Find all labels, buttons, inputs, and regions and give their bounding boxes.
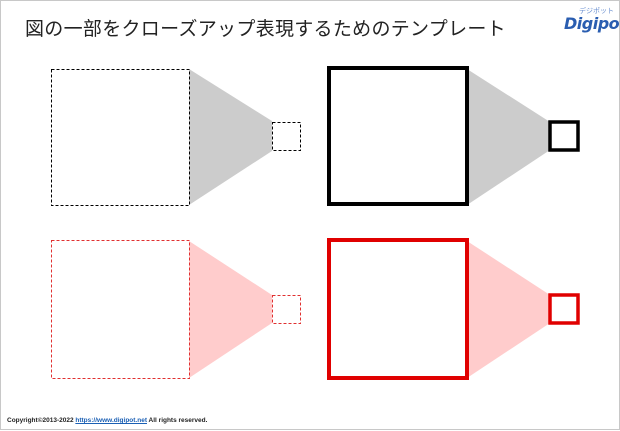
copyright-footer: Copyright©2013-2022 https://www.digipot.… — [7, 417, 207, 424]
zoom-cone — [189, 241, 272, 378]
closeup-box — [548, 120, 580, 152]
page-title: 図の一部をクローズアップ表現するためのテンプレート — [25, 18, 506, 40]
zoom-cone — [467, 69, 550, 205]
zoom-cone — [467, 241, 550, 378]
digipot-logo: デジポット Digipot — [561, 5, 620, 39]
main-frame — [327, 238, 469, 380]
closeup-template-solid-red — [327, 238, 580, 380]
copyright-prefix: Copyright©2013-2022 — [7, 417, 76, 424]
main-frame — [51, 240, 190, 379]
logo-subtext: デジポット — [579, 7, 614, 15]
closeup-template-solid-black — [327, 66, 580, 206]
site-link[interactable]: https://www.digipot.net — [75, 417, 147, 424]
main-frame — [327, 66, 469, 206]
closeup-box — [272, 295, 301, 324]
closeup-box — [548, 293, 580, 325]
closeup-template-dashed-black — [51, 69, 301, 206]
copyright-suffix: All rights reserved. — [146, 417, 208, 424]
closeup-box — [272, 122, 301, 151]
main-frame — [51, 69, 190, 206]
closeup-template-dashed-red — [51, 240, 301, 379]
zoom-cone — [189, 69, 272, 205]
logo-text: Digipot — [564, 14, 620, 33]
